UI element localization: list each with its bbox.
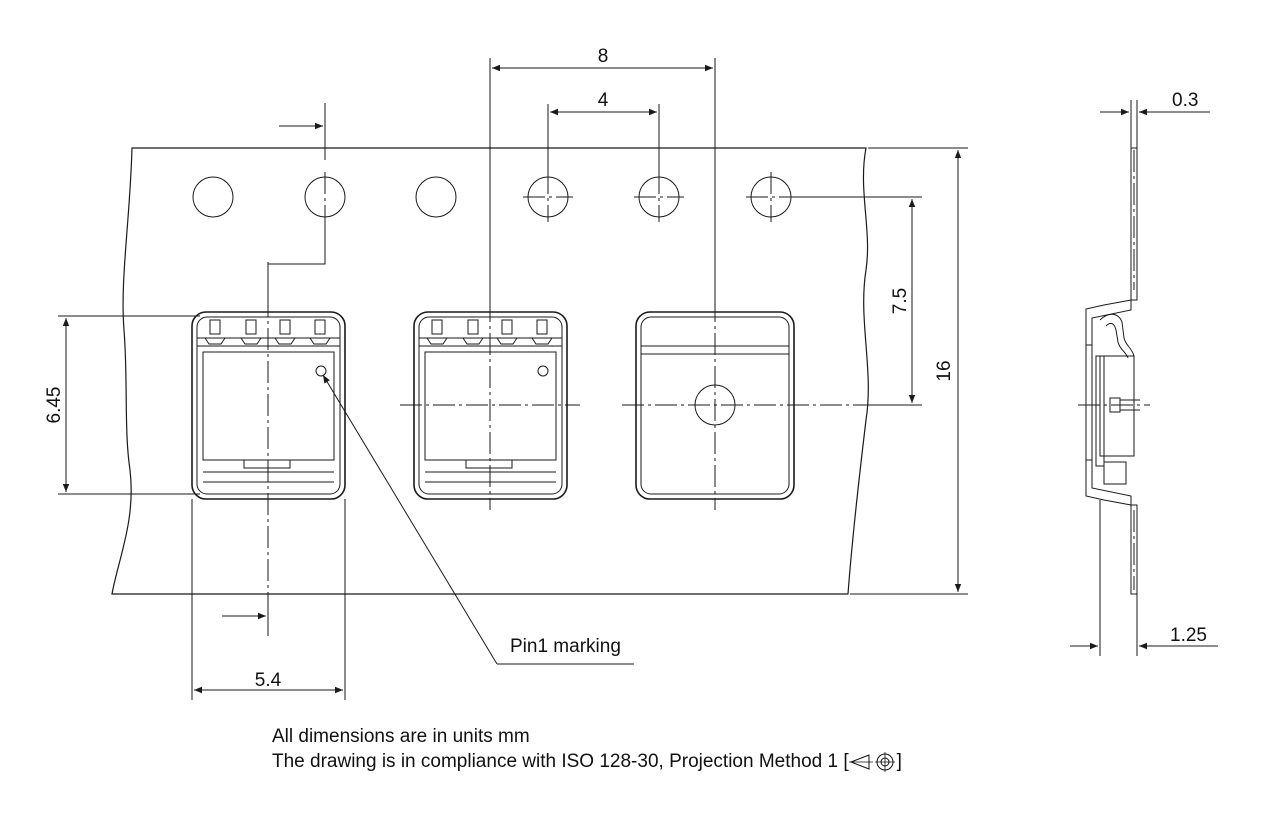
pitch-reference xyxy=(267,103,326,312)
dim-16: 16 xyxy=(850,147,968,595)
drawing-notes: All dimensions are in units mm The drawi… xyxy=(272,724,902,774)
dim-8: 8 xyxy=(489,46,716,310)
empty-pocket xyxy=(622,300,866,510)
dim-4: 4 xyxy=(547,90,660,172)
dim-4-text: 4 xyxy=(598,90,609,111)
dim-1-25: 1.25 xyxy=(1070,500,1218,656)
dim-1-25-text: 1.25 xyxy=(1170,625,1207,646)
dim-0-3: 0.3 xyxy=(1100,90,1210,148)
sprocket-hole xyxy=(415,176,457,218)
pin1-dot xyxy=(537,365,549,377)
pocket-with-component-2 xyxy=(400,300,580,510)
iso-note: The drawing is in compliance with ISO 12… xyxy=(272,749,902,774)
iso-note-text: The drawing is in compliance with ISO 12… xyxy=(272,751,849,772)
iso-note-end: ] xyxy=(896,751,902,772)
pin1-label: Pin1 marking xyxy=(510,636,621,657)
side-view xyxy=(1078,147,1150,595)
dim-7-5: 7.5 xyxy=(796,196,922,406)
dim-5-4-text: 5.4 xyxy=(255,670,282,691)
dim-8-text: 8 xyxy=(598,46,609,67)
dim-6-45-text: 6.45 xyxy=(44,387,65,424)
pin1-callout: Pin1 marking xyxy=(322,374,634,665)
dim-6-45: 6.45 xyxy=(44,315,200,495)
units-note: All dimensions are in units mm xyxy=(272,726,530,747)
pin1-dot xyxy=(315,365,327,377)
dim-5-4: 5.4 xyxy=(191,499,346,700)
sprocket-holes xyxy=(192,172,796,222)
sprocket-hole xyxy=(192,176,234,218)
projection-method-icon xyxy=(848,751,895,772)
dim-0-3-text: 0.3 xyxy=(1172,90,1198,111)
dim-7-5-text: 7.5 xyxy=(890,288,911,314)
dim-16-text: 16 xyxy=(934,360,955,381)
